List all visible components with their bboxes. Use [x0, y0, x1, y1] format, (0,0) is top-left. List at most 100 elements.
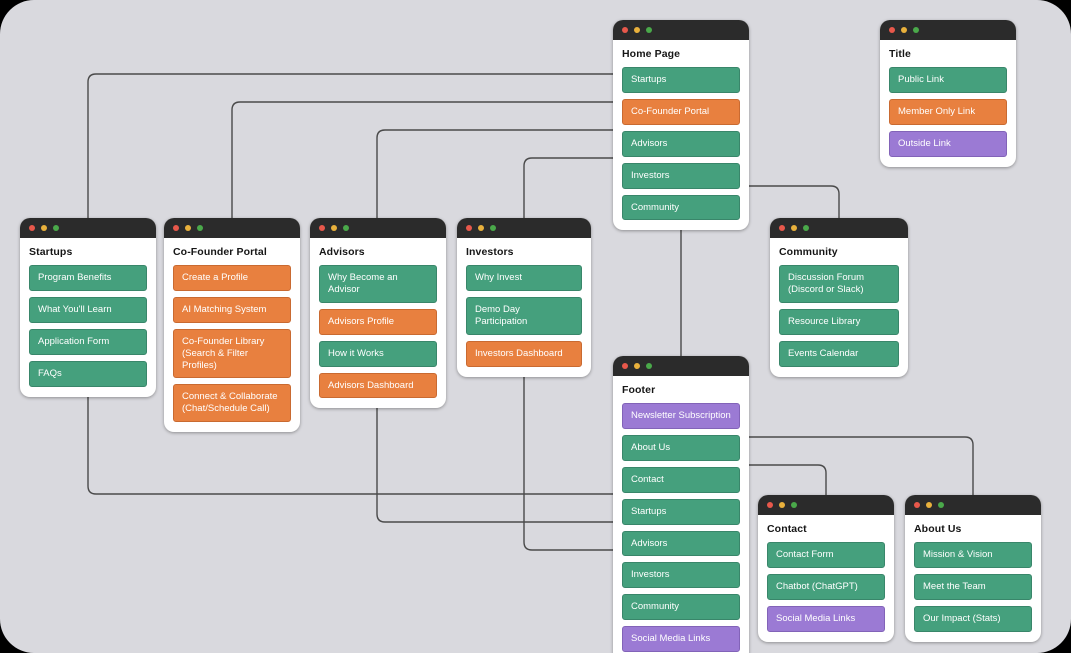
link-investors[interactable]: Investors: [622, 562, 740, 589]
maximize-dot[interactable]: [646, 363, 652, 369]
link-social-media-links[interactable]: Social Media Links: [622, 626, 740, 652]
link-connect-collaborate[interactable]: Connect & Collaborate (Chat/Schedule Cal…: [173, 384, 291, 423]
link-startups[interactable]: Startups: [622, 498, 740, 525]
link-application-form[interactable]: Application Form: [29, 328, 147, 355]
page-title: Footer: [622, 384, 656, 396]
minimize-dot[interactable]: [185, 225, 191, 231]
card-body: Contact Contact Form Chatbot (ChatGPT) S…: [758, 515, 894, 642]
maximize-dot[interactable]: [343, 225, 349, 231]
card-about-us[interactable]: About Us Mission & Vision Meet the Team …: [905, 495, 1041, 642]
close-dot[interactable]: [779, 225, 785, 231]
link-co-founder-library[interactable]: Co-Founder Library (Search & Filter Prof…: [173, 328, 291, 379]
link-how-it-works[interactable]: How it Works: [319, 340, 437, 367]
connector-home-community: [749, 185, 840, 218]
minimize-dot[interactable]: [926, 502, 932, 508]
maximize-dot[interactable]: [53, 225, 59, 231]
link-advisors[interactable]: Advisors: [622, 130, 740, 157]
link-community[interactable]: Community: [622, 594, 740, 621]
link-program-benefits[interactable]: Program Benefits: [29, 265, 147, 291]
maximize-dot[interactable]: [646, 27, 652, 33]
close-dot[interactable]: [319, 225, 325, 231]
close-dot[interactable]: [466, 225, 472, 231]
card-home-page[interactable]: Home Page Startups Co-Founder Portal Adv…: [613, 20, 749, 231]
link-what-youll-learn[interactable]: What You'll Learn: [29, 296, 147, 323]
link-ai-matching-system[interactable]: AI Matching System: [173, 296, 291, 323]
link-chatbot[interactable]: Chatbot (ChatGPT): [767, 573, 885, 600]
minimize-dot[interactable]: [779, 502, 785, 508]
link-newsletter-subscription[interactable]: Newsletter Subscription: [622, 403, 740, 429]
link-events-calendar[interactable]: Events Calendar: [779, 340, 899, 367]
link-about-us[interactable]: About Us: [622, 434, 740, 461]
card-body: Footer Newsletter Subscription About Us …: [613, 376, 749, 653]
card-contact[interactable]: Contact Contact Form Chatbot (ChatGPT) S…: [758, 495, 894, 642]
link-why-become-an-advisor[interactable]: Why Become an Advisor: [319, 265, 437, 303]
close-dot[interactable]: [622, 27, 628, 33]
minimize-dot[interactable]: [331, 225, 337, 231]
maximize-dot[interactable]: [938, 502, 944, 508]
close-dot[interactable]: [622, 363, 628, 369]
card-startups[interactable]: Startups Program Benefits What You'll Le…: [20, 218, 156, 397]
page-title: Community: [779, 246, 838, 258]
titlebar: [613, 356, 749, 376]
link-create-a-profile[interactable]: Create a Profile: [173, 265, 291, 291]
minimize-dot[interactable]: [791, 225, 797, 231]
card-advisors[interactable]: Advisors Why Become an Advisor Advisors …: [310, 218, 446, 409]
card-footer[interactable]: Footer Newsletter Subscription About Us …: [613, 356, 749, 653]
titlebar: [20, 218, 156, 238]
titlebar: [905, 495, 1041, 515]
maximize-dot[interactable]: [913, 27, 919, 33]
card-body: Co-Founder Portal Create a Profile AI Ma…: [164, 238, 300, 432]
connector-home-cofounder: [231, 101, 613, 218]
connector-footer-investors: [523, 361, 613, 551]
link-advisors-profile[interactable]: Advisors Profile: [319, 308, 437, 335]
page-title: About Us: [914, 523, 962, 535]
titlebar: [457, 218, 591, 238]
minimize-dot[interactable]: [634, 363, 640, 369]
maximize-dot[interactable]: [197, 225, 203, 231]
close-dot[interactable]: [914, 502, 920, 508]
link-meet-the-team[interactable]: Meet the Team: [914, 573, 1032, 600]
close-dot[interactable]: [767, 502, 773, 508]
titlebar: [880, 20, 1016, 40]
card-legend[interactable]: Title Public Link Member Only Link Outsi…: [880, 20, 1016, 167]
link-contact-form[interactable]: Contact Form: [767, 542, 885, 568]
link-startups[interactable]: Startups: [622, 67, 740, 93]
minimize-dot[interactable]: [634, 27, 640, 33]
close-dot[interactable]: [173, 225, 179, 231]
close-dot[interactable]: [889, 27, 895, 33]
link-faqs[interactable]: FAQs: [29, 360, 147, 387]
legend-member-only-link: Member Only Link: [889, 98, 1007, 125]
link-why-invest[interactable]: Why Invest: [466, 265, 582, 291]
card-body: Home Page Startups Co-Founder Portal Adv…: [613, 40, 749, 230]
link-discussion-forum[interactable]: Discussion Forum (Discord or Slack): [779, 265, 899, 303]
connector-footer-contact: [749, 464, 827, 495]
card-investors[interactable]: Investors Why Invest Demo Day Participat…: [457, 218, 591, 377]
minimize-dot[interactable]: [41, 225, 47, 231]
minimize-dot[interactable]: [478, 225, 484, 231]
card-body: Investors Why Invest Demo Day Participat…: [457, 238, 591, 377]
maximize-dot[interactable]: [490, 225, 496, 231]
link-investors[interactable]: Investors: [622, 162, 740, 189]
maximize-dot[interactable]: [803, 225, 809, 231]
link-demo-day-participation[interactable]: Demo Day Participation: [466, 296, 582, 335]
link-co-founder-portal[interactable]: Co-Founder Portal: [622, 98, 740, 125]
link-investors-dashboard[interactable]: Investors Dashboard: [466, 340, 582, 367]
card-community[interactable]: Community Discussion Forum (Discord or S…: [770, 218, 908, 377]
link-advisors-dashboard[interactable]: Advisors Dashboard: [319, 372, 437, 399]
card-co-founder-portal[interactable]: Co-Founder Portal Create a Profile AI Ma…: [164, 218, 300, 433]
link-advisors[interactable]: Advisors: [622, 530, 740, 557]
minimize-dot[interactable]: [901, 27, 907, 33]
connector-footer-about: [749, 436, 974, 495]
link-our-impact[interactable]: Our Impact (Stats): [914, 605, 1032, 632]
link-resource-library[interactable]: Resource Library: [779, 308, 899, 335]
page-title: Co-Founder Portal: [173, 246, 267, 258]
close-dot[interactable]: [29, 225, 35, 231]
card-body: Startups Program Benefits What You'll Le…: [20, 238, 156, 397]
link-mission-vision[interactable]: Mission & Vision: [914, 542, 1032, 568]
link-community[interactable]: Community: [622, 194, 740, 221]
link-social-media-links[interactable]: Social Media Links: [767, 605, 885, 632]
link-contact[interactable]: Contact: [622, 466, 740, 493]
titlebar: [758, 495, 894, 515]
maximize-dot[interactable]: [791, 502, 797, 508]
